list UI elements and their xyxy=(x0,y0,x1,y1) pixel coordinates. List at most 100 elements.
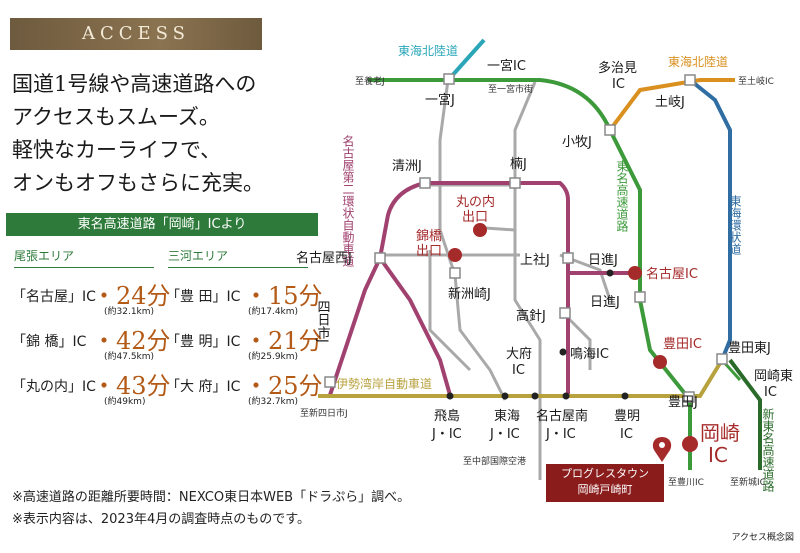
road-tokai-kanjo xyxy=(688,78,732,361)
place-labels: 一宮IC 一宮J 多治見 IC 土岐J 小牧J 清洲J 楠J 丸の内 出口 錦橋… xyxy=(296,58,793,467)
place-label: 大府 xyxy=(506,347,532,362)
road-label: 東海北陸道 xyxy=(398,43,458,58)
place-label: 日進J xyxy=(588,253,618,268)
highlight-ic-nagoya xyxy=(628,266,642,280)
junction-marker xyxy=(559,307,571,319)
junction-marker xyxy=(604,124,616,136)
ic-name: 「豊 田」IC xyxy=(166,289,241,305)
road-nagoya-2kanjo xyxy=(328,181,426,396)
junction-marker xyxy=(374,252,386,264)
place-label: 楠J xyxy=(510,157,527,172)
place-label: 丸の内 xyxy=(456,194,495,210)
junction-marker xyxy=(509,177,521,189)
ic-name: 「大 府」IC xyxy=(166,379,241,395)
distance: (約17.4km) xyxy=(248,307,299,317)
place-label: 東海 xyxy=(494,408,520,424)
junction-marker xyxy=(562,252,574,264)
place-label: 四日市J xyxy=(315,300,331,343)
highlight-ic-toyota xyxy=(653,355,667,369)
road-tokai-hokuriku-east xyxy=(608,78,735,132)
access-title: ACCESS xyxy=(81,23,191,44)
junction-marker xyxy=(324,376,336,388)
place-label: 小牧J xyxy=(562,135,592,150)
direction-label: 至中部国際空港 xyxy=(463,455,526,467)
headline-line: オンもオフもさらに充実。 xyxy=(12,171,264,195)
place-label: 豊田IC xyxy=(663,337,702,352)
highlight-ic-marunouchi xyxy=(473,223,487,237)
note-source: ※高速道路の距離所要時間：NEXCO東日本WEB「ドラぷら」調べ。 xyxy=(12,490,411,505)
place-label: IC xyxy=(764,385,777,400)
place-label: 新洲崎J xyxy=(448,286,491,302)
distance: (約32.7km) xyxy=(248,397,299,407)
junction-marker xyxy=(449,267,461,279)
ic-dots xyxy=(446,269,629,400)
headline: 国道1号線や高速道路への アクセスもスムーズ。 軽快なカーライフで、 オンもオフ… xyxy=(12,68,312,200)
ic-name: 「名古屋」IC xyxy=(12,289,96,305)
access-banner: ACCESS xyxy=(10,18,262,50)
place-label: 鳴海IC xyxy=(570,347,609,362)
drive-minutes: ・24分 xyxy=(92,282,171,310)
ic-dot xyxy=(606,269,614,277)
ic-dot xyxy=(562,392,570,400)
direction-label: 至養老J xyxy=(355,75,385,87)
place-label: 上社J xyxy=(520,252,550,268)
place-label: 豊明 xyxy=(614,409,640,424)
drive-minutes: ・25分 xyxy=(244,372,323,400)
highlight-ic-okazaki xyxy=(682,436,698,452)
road-label: 名古屋第二環状自動車道 xyxy=(341,134,355,267)
junction-markers xyxy=(324,73,728,403)
direction-label: 至土岐IC xyxy=(738,75,774,87)
headline-line: アクセスもスムーズ。 xyxy=(12,105,220,129)
place-label: 一宮J xyxy=(425,92,455,108)
road-label: 東海環状道 xyxy=(728,195,742,255)
ic-dot xyxy=(621,392,629,400)
junction-marker xyxy=(716,353,728,365)
junction-marker xyxy=(684,74,696,86)
note-date: ※表示内容は、2023年4月の調査時点のものです。 xyxy=(12,512,310,527)
place-label: J・IC xyxy=(489,427,520,442)
drive-minutes: ・43分 xyxy=(92,372,171,400)
destination-box: プログレスタウン 岡崎戸崎町 xyxy=(546,464,664,502)
place-label: 豊田東J xyxy=(728,340,771,356)
place-label: 錦橋 xyxy=(416,228,442,244)
place-label: 岡崎 xyxy=(700,421,740,445)
place-label: 名古屋西J xyxy=(296,250,352,266)
road-label: 新東名高速道路 xyxy=(761,407,775,493)
road-label: 伊勢湾岸自動車道 xyxy=(336,376,432,391)
ic-dot xyxy=(531,392,539,400)
place-label: IC xyxy=(620,427,633,442)
place-label: 名古屋IC xyxy=(646,266,698,282)
direction-label: 至新城IC xyxy=(730,476,766,488)
ic-dot xyxy=(446,392,454,400)
place-label: 豊田J xyxy=(668,395,698,410)
place-label: J・IC xyxy=(431,427,462,442)
road-tokai-hokuriku-west xyxy=(448,38,486,80)
ic-dot xyxy=(501,392,509,400)
drive-minutes: ・15分 xyxy=(244,282,323,310)
area-mikawa-heading: 三河エリア xyxy=(168,247,308,268)
road-isewan xyxy=(318,358,724,398)
place-label: 飛島 xyxy=(434,409,460,424)
road-gray xyxy=(438,79,507,401)
place-label: 日進J xyxy=(590,295,620,310)
direction-label: 至一宮市街 xyxy=(488,83,533,95)
junction-marker xyxy=(443,73,455,85)
distance: (約25.9km) xyxy=(248,352,299,362)
table-title: 東名高速道路「岡崎」ICより xyxy=(6,213,318,236)
headline-line: 軽快なカーライフで、 xyxy=(12,138,222,162)
map-caption: アクセス概念図 xyxy=(731,533,794,543)
highlight-ic-nishikibashi xyxy=(448,248,462,262)
place-label: 出口 xyxy=(416,244,442,259)
place-label: 高針J xyxy=(516,308,546,324)
place-label: IC xyxy=(612,77,625,92)
highlight-ic xyxy=(448,223,698,452)
place-label: 清洲J xyxy=(392,159,422,174)
distance: (約32.1km) xyxy=(104,307,155,317)
junction-marker xyxy=(683,391,695,403)
road-nagoya-2kanjo-branch xyxy=(378,256,452,396)
junction-marker xyxy=(419,177,431,189)
drive-minutes: ・42分 xyxy=(92,327,171,355)
distance: (約49km) xyxy=(104,397,146,407)
road-label: 東海北陸道 xyxy=(668,54,728,69)
